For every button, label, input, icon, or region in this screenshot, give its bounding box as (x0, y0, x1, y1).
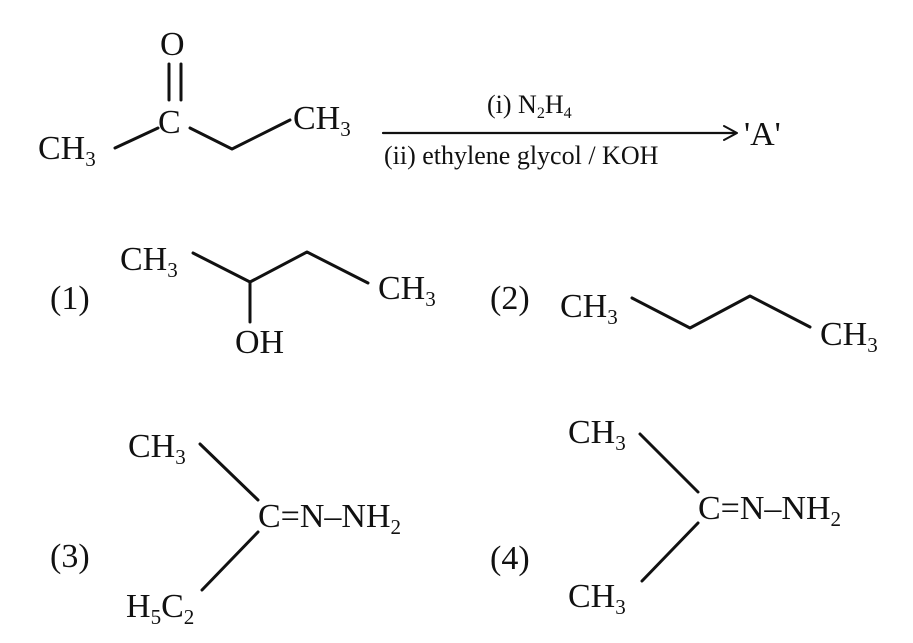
option3-ethyl: H5C2 (126, 588, 195, 629)
bond-methyl-carbonyl (113, 126, 160, 150)
option3-ethyl-bond (200, 530, 260, 592)
option3-top-methyl: CH3 (128, 428, 186, 469)
option4-top-methyl: CH3 (568, 414, 626, 455)
option1-label: (1) (50, 280, 90, 317)
bond-ethyl-chain (188, 118, 292, 151)
reagent-step2: (ii) ethylene glycol / KOH (384, 141, 659, 170)
option4-top-methyl-bond (638, 432, 700, 494)
option1-right-methyl: CH3 (378, 270, 436, 311)
option2-label: (2) (490, 280, 530, 317)
reactant-oxygen: O (160, 26, 185, 63)
option3-label: (3) (50, 538, 90, 575)
reactant-carbonyl-carbon: C (158, 104, 181, 141)
reaction-arrow-head (723, 125, 738, 141)
product-label: 'A' (744, 116, 781, 153)
option4-hydrazone: C=N–NH2 (698, 490, 842, 531)
option4-label: (4) (490, 540, 530, 577)
option3-methyl-bond (198, 442, 260, 502)
option1-carbon-chain (191, 250, 370, 285)
reactant-right-methyl: CH3 (293, 100, 351, 141)
option3-hydrazone: C=N–NH2 (258, 498, 402, 539)
option2-carbon-chain (630, 294, 812, 330)
reagent-step1: (i) N2H4 (487, 90, 572, 123)
option2-left-methyl: CH3 (560, 288, 618, 329)
option4-bottom-methyl: CH3 (568, 578, 626, 619)
option4-bottom-methyl-bond (640, 521, 700, 583)
option2-right-methyl: CH3 (820, 316, 878, 357)
reactant-left-methyl: CH3 (38, 130, 96, 171)
option1-left-methyl: CH3 (120, 241, 178, 282)
option1-hydroxyl: OH (235, 324, 285, 361)
